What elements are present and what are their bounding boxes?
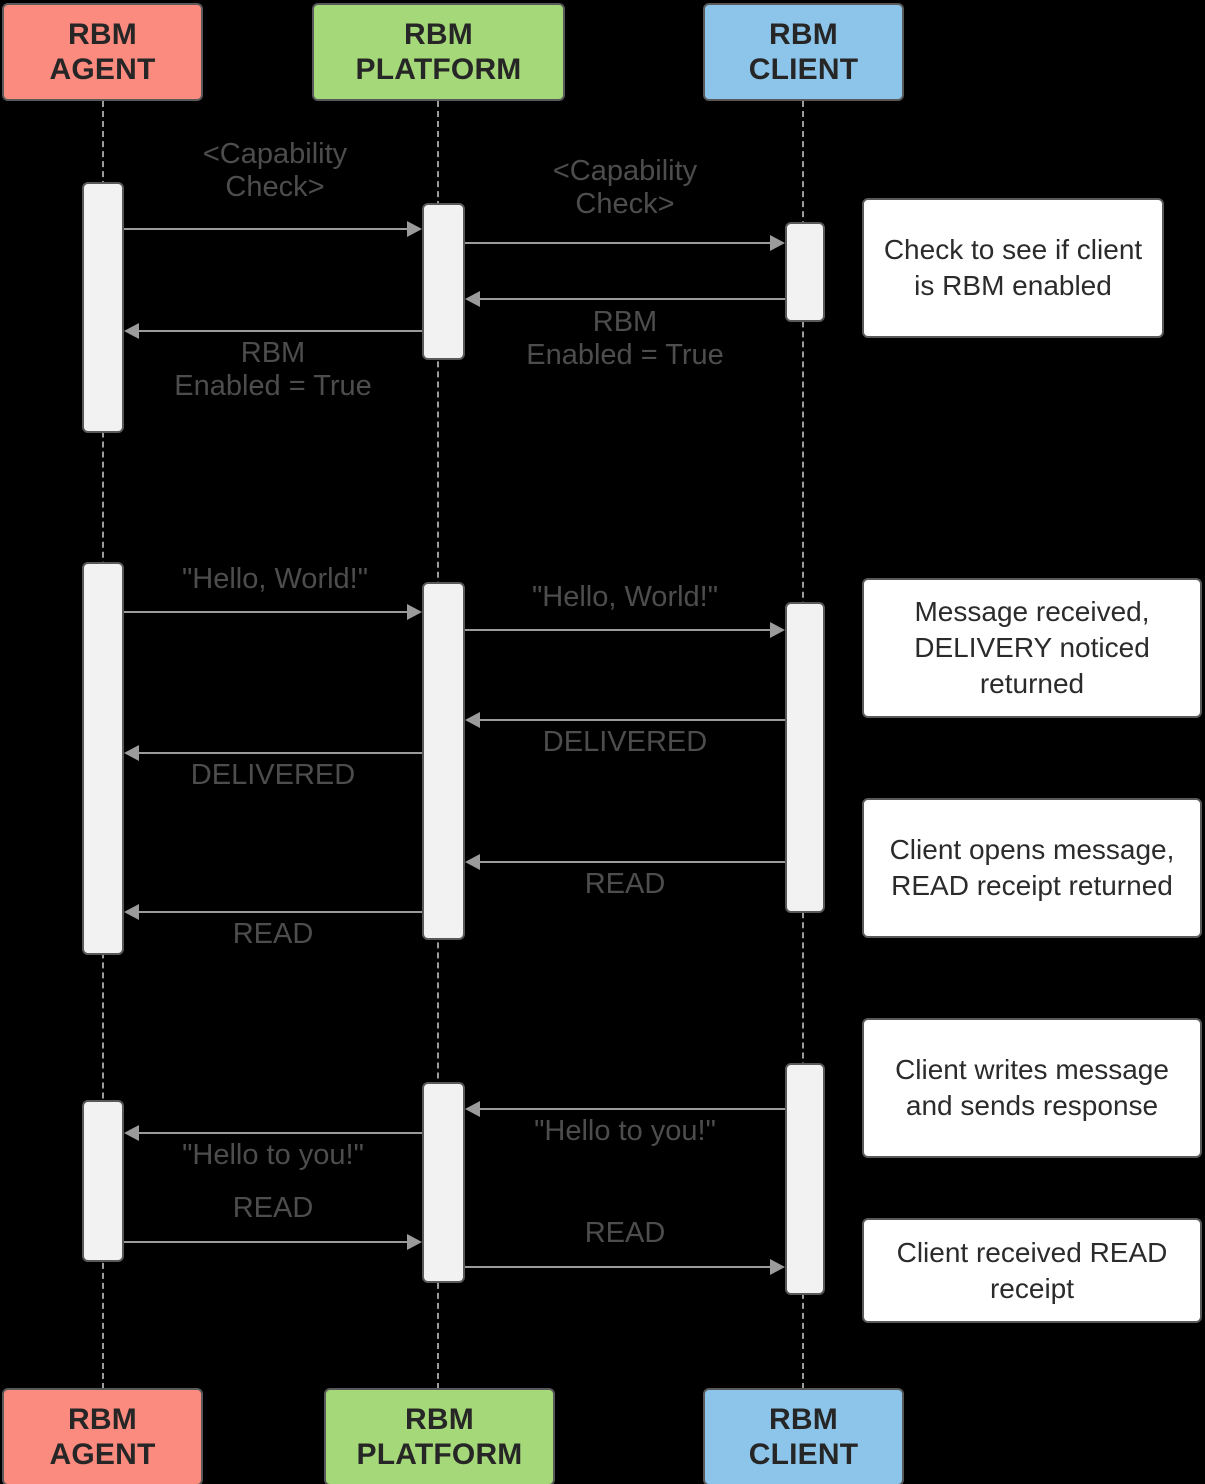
activation-agent-1 [82, 182, 124, 433]
note-box-4: Client writes message and sends response [862, 1018, 1202, 1158]
activation-platform-1 [422, 203, 465, 360]
message-label-m7: DELIVERED [542, 726, 708, 758]
message-line-m11 [480, 1108, 785, 1110]
actor-header-client[interactable]: RBM CLIENT [703, 3, 904, 101]
message-line-m7 [480, 719, 785, 721]
message-line-m9 [480, 861, 785, 863]
message-line-m3 [480, 298, 785, 300]
message-arrowhead-m14 [770, 1259, 785, 1275]
message-arrowhead-m13 [407, 1234, 422, 1250]
message-arrowhead-m7 [465, 712, 480, 728]
message-label-m14: READ [584, 1217, 666, 1249]
message-line-m1 [124, 228, 408, 230]
activation-platform-3 [422, 1082, 465, 1283]
actor-header-agent[interactable]: RBM AGENT [2, 3, 203, 101]
message-arrowhead-m9 [465, 854, 480, 870]
actor-footer-agent[interactable]: RBM AGENT [2, 1388, 203, 1484]
actor-footer-client[interactable]: RBM CLIENT [703, 1388, 904, 1484]
actor-header-platform-line2: PLATFORM [355, 53, 522, 86]
message-label-m2: <Capability Check> [552, 155, 698, 221]
actor-header-client-line2: CLIENT [748, 53, 859, 86]
note-box-2: Message received, DELIVERY noticed retur… [862, 578, 1202, 718]
actor-header-platform[interactable]: RBM PLATFORM [312, 3, 565, 101]
message-arrowhead-m8 [124, 745, 139, 761]
message-line-m14 [465, 1266, 770, 1268]
note-box-3: Client opens message, READ receipt retur… [862, 798, 1202, 938]
message-arrowhead-m6 [770, 622, 785, 638]
message-label-m5: "Hello, World!" [181, 563, 369, 595]
activation-platform-2 [422, 582, 465, 940]
actor-header-agent-line1: RBM [68, 17, 137, 51]
actor-header-client-line1: RBM [769, 17, 838, 51]
message-line-m5 [124, 611, 408, 613]
message-arrowhead-m4 [124, 323, 139, 339]
message-arrowhead-m12 [124, 1125, 139, 1141]
message-label-m13: READ [232, 1192, 314, 1224]
activation-client-3 [785, 1063, 825, 1295]
message-label-m1: <Capability Check> [202, 138, 348, 204]
message-arrowhead-m1 [407, 221, 422, 237]
actor-footer-platform[interactable]: RBM PLATFORM [324, 1388, 555, 1484]
message-label-m12: "Hello to you!" [182, 1139, 364, 1171]
message-line-m12 [139, 1132, 422, 1134]
actor-footer-agent-line1: RBM [68, 1402, 137, 1436]
actor-footer-client-line2: CLIENT [748, 1438, 859, 1471]
message-label-m9: READ [584, 868, 666, 900]
message-line-m13 [124, 1241, 408, 1243]
activation-client-1 [785, 222, 825, 322]
activation-agent-2 [82, 562, 124, 955]
activation-agent-3 [82, 1100, 124, 1262]
message-arrowhead-m3 [465, 291, 480, 307]
actor-header-platform-line1: RBM [404, 17, 473, 51]
message-arrowhead-m5 [407, 604, 422, 620]
actor-footer-client-line1: RBM [769, 1402, 838, 1436]
actor-footer-platform-line2: PLATFORM [356, 1438, 523, 1471]
message-line-m6 [465, 629, 770, 631]
message-label-m4: RBM Enabled = True [174, 337, 372, 403]
actor-footer-agent-line2: AGENT [49, 1438, 156, 1471]
message-line-m8 [139, 752, 422, 754]
note-box-1: Check to see if client is RBM enabled [862, 198, 1164, 338]
message-arrowhead-m10 [124, 904, 139, 920]
message-label-m8: DELIVERED [190, 759, 356, 791]
note-box-5: Client received READ receipt [862, 1218, 1202, 1323]
message-line-m4 [139, 330, 422, 332]
actor-footer-platform-line1: RBM [405, 1402, 474, 1436]
actor-header-agent-line2: AGENT [49, 53, 156, 86]
message-label-m6: "Hello, World!" [531, 581, 719, 613]
message-line-m2 [465, 242, 770, 244]
message-label-m11: "Hello to you!" [534, 1115, 716, 1147]
activation-client-2 [785, 602, 825, 913]
message-arrowhead-m2 [770, 235, 785, 251]
message-arrowhead-m11 [465, 1101, 480, 1117]
message-label-m10: READ [232, 918, 314, 950]
message-line-m10 [139, 911, 422, 913]
message-label-m3: RBM Enabled = True [526, 306, 724, 372]
